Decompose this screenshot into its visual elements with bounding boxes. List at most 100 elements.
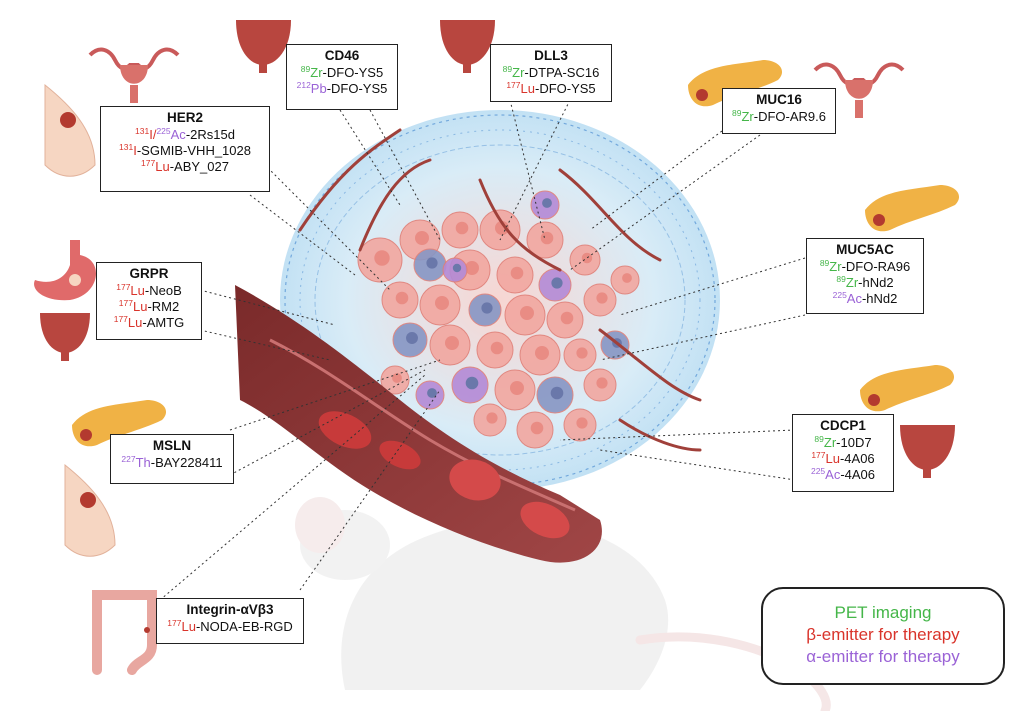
bladder-icon-2 — [440, 20, 495, 73]
isotope-number: 225 — [810, 466, 826, 476]
uterus-icon — [88, 47, 180, 103]
agent-suffix: -4A06 — [840, 467, 876, 482]
isotope-element: Zr — [823, 435, 837, 450]
cd46-target-box: CD46 89Zr-DFO-YS5 212Pb-DFO-YS5 — [286, 44, 398, 110]
isotope-number: 89 — [836, 274, 846, 284]
stomach-icon — [34, 240, 97, 301]
muc16-target-box: MUC16 89Zr-DFO-AR9.6 — [722, 88, 836, 134]
cdcp1-agent-2: 177Lu-4A06 — [799, 451, 887, 467]
bladder-icon-4 — [900, 425, 955, 478]
muc16-agent-1: 89Zr-DFO-AR9.6 — [729, 109, 829, 125]
cdcp1-agent-1: 89Zr-10D7 — [799, 435, 887, 451]
isotope-number: 177 — [811, 450, 826, 460]
cell-nucleus — [392, 373, 402, 383]
cell-nucleus — [540, 231, 554, 245]
her2-agent-1: 131I/225Ac-2Rs15d — [107, 127, 263, 143]
agent-suffix: -RM2 — [147, 299, 180, 314]
cell-nucleus — [622, 273, 632, 283]
legend-beta-emitter: β-emitter for therapy — [806, 625, 960, 644]
cell-nucleus — [465, 376, 479, 390]
her2-agent-3: 177Lu-ABY_027 — [107, 159, 263, 175]
bladder-icon — [236, 20, 291, 73]
cell-nucleus — [395, 291, 409, 305]
cell-nucleus — [415, 231, 429, 245]
msln-target-box: MSLN 227Th-BAY228411 — [110, 434, 234, 484]
cell-nucleus — [560, 311, 574, 325]
cell-nucleus — [374, 250, 390, 266]
cell-nucleus — [465, 261, 479, 275]
msln-title: MSLN — [152, 438, 192, 453]
isotope-number: 225 — [832, 290, 847, 300]
pancreas-icon-4 — [72, 400, 167, 447]
agent-suffix: -SGMIB-VHH_1028 — [136, 143, 251, 158]
isotope-number: 89 — [300, 64, 311, 74]
cell-nucleus — [530, 421, 544, 435]
integrin-agent-1: 177Lu-NODA-EB-RGD — [163, 619, 297, 635]
isotope-element: Lu — [132, 299, 148, 314]
agent-suffix: -hNd2 — [858, 275, 894, 290]
isotope-element: Ac — [170, 127, 186, 142]
isotope-element: Ac — [846, 291, 862, 306]
cell-nucleus — [581, 252, 593, 264]
agent-suffix: -DTPA-SC16 — [524, 65, 600, 80]
cell-nucleus — [596, 292, 608, 304]
leader-lines — [159, 99, 806, 601]
isotope-number: 227 — [121, 454, 136, 464]
agent-suffix: -hNd2 — [861, 291, 898, 306]
isotope-number: 177 — [167, 618, 182, 628]
grpr-agent-2: 177Lu-RM2 — [103, 299, 195, 315]
cell-nucleus — [445, 336, 459, 350]
cell-nucleus — [435, 296, 449, 310]
muc5ac-agent-2: 89Zr-hNd2 — [813, 275, 917, 291]
agent-suffix: -BAY228411 — [150, 455, 223, 470]
muc5ac-target-box: MUC5AC 89Zr-DFO-RA96 89Zr-hNd2 225Ac-hNd… — [806, 238, 924, 314]
muc16-title: MUC16 — [756, 92, 802, 107]
isotope-element: Pb — [310, 81, 327, 96]
grpr-title: GRPR — [129, 266, 169, 281]
breast-icon — [44, 83, 96, 177]
isotope-element: Ac — [825, 467, 841, 482]
grpr-agent-1: 177Lu-NeoB — [103, 283, 195, 299]
isotope-element: Lu — [155, 159, 170, 174]
integrin-target-box: Integrin-αVβ3 177Lu-NODA-EB-RGD — [156, 598, 304, 644]
cdcp1-target-box: CDCP1 89Zr-10D7 177Lu-4A06 225Ac-4A06 — [792, 414, 894, 492]
cd46-title: CD46 — [324, 48, 360, 63]
isotope-number: 131 — [119, 142, 134, 152]
isotope-element: Th — [135, 455, 151, 470]
grpr-agent-3: 177Lu-AMTG — [103, 315, 195, 331]
isotope-element: Lu — [127, 315, 143, 330]
agent-suffix: -DFO-AR9.6 — [753, 109, 826, 124]
uterus-icon-2 — [813, 62, 905, 118]
her2-agent-2: 131I-SGMIB-VHH_1028 — [107, 143, 263, 159]
cell-nucleus — [576, 417, 588, 429]
isotope-number: 177 — [113, 314, 128, 324]
cell-nucleus — [535, 346, 549, 360]
pancreas-icon — [688, 60, 783, 107]
cell-nucleus — [542, 198, 552, 208]
agent-suffix: -4A06 — [839, 451, 875, 466]
cell-nucleus — [455, 221, 469, 235]
isotope-number: 89 — [732, 108, 742, 118]
cell-nucleus — [490, 341, 504, 355]
breast-icon-2 — [64, 463, 116, 557]
cd46-agent-2: 212Pb-DFO-YS5 — [293, 81, 391, 97]
agent-suffix: -ABY_027 — [169, 159, 229, 174]
muc5ac-agent-3: 225Ac-hNd2 — [813, 291, 917, 307]
isotope-number: 89 — [502, 64, 513, 74]
cdcp1-agent-3: 225Ac-4A06 — [799, 467, 887, 483]
cell-nucleus — [452, 263, 462, 273]
isotope-element: Lu — [520, 81, 535, 96]
agent-suffix: -NeoB — [144, 283, 182, 298]
muc5ac-agent-1: 89Zr-DFO-RA96 — [813, 259, 917, 275]
cdcp1-title: CDCP1 — [820, 418, 866, 433]
integrin-title: Integrin-αVβ3 — [186, 602, 274, 617]
dll3-agent-2: 177Lu-DFO-YS5 — [497, 81, 605, 97]
cell-nucleus — [481, 302, 493, 314]
agent-suffix: -DFO-YS5 — [534, 81, 596, 96]
grpr-target-box: GRPR 177Lu-NeoB 177Lu-RM2 177Lu-AMTG — [96, 262, 202, 340]
colon-icon — [92, 590, 157, 675]
cell-nucleus — [510, 381, 524, 395]
isotope-number: 177 — [116, 282, 131, 292]
isotope-number: 89 — [819, 258, 830, 268]
isotope-number: 212 — [296, 80, 311, 90]
